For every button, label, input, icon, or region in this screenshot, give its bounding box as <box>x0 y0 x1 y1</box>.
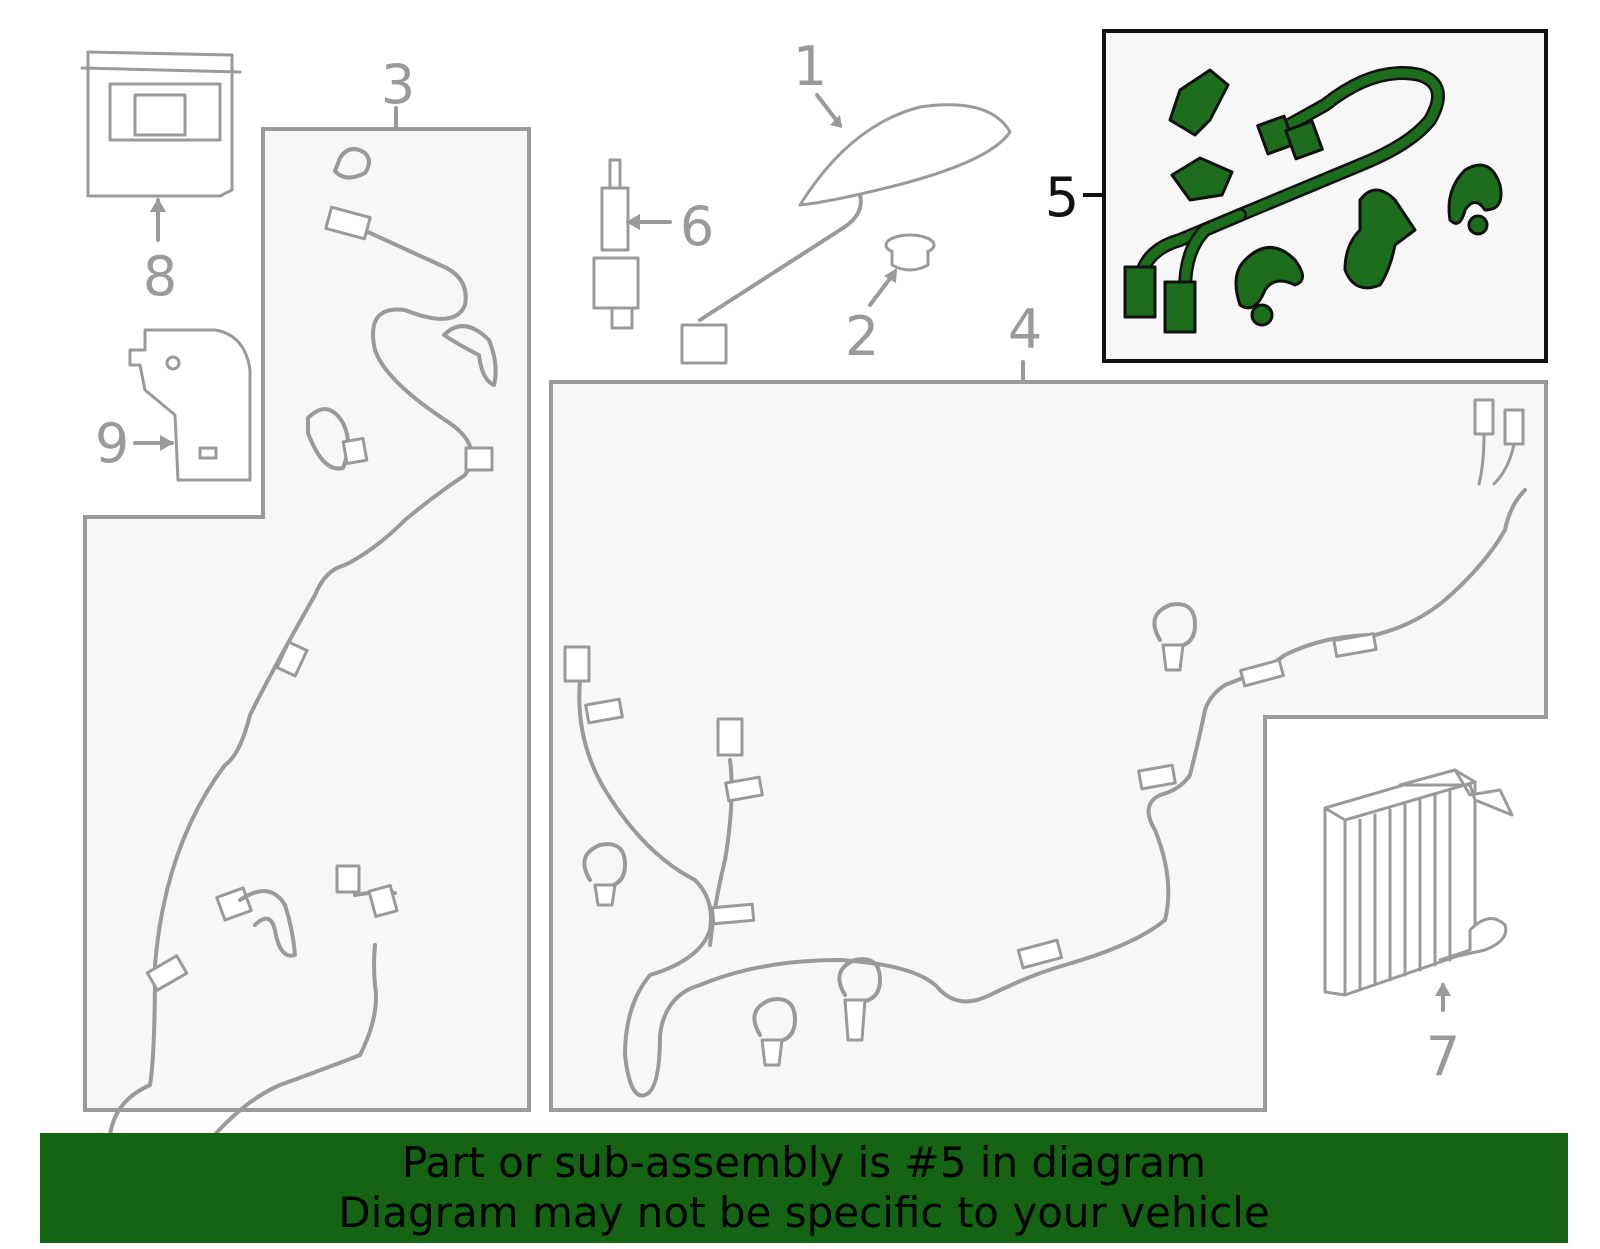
part-7-cooler <box>1323 768 1514 997</box>
callout-9: 9 <box>95 412 129 475</box>
harness-part-3 <box>107 147 498 1192</box>
part-8-module <box>80 50 242 198</box>
callout-1-arrow <box>830 115 842 128</box>
part-9-bracket <box>128 328 252 482</box>
clip-group-4 <box>582 602 1197 1067</box>
panel-4 <box>549 380 1548 1112</box>
callout-9-arrow <box>160 435 174 451</box>
panel-3 <box>83 127 531 1112</box>
harness-part-4 <box>563 398 1527 1098</box>
callout-6-arrow <box>626 214 640 230</box>
part-2-grommet <box>884 233 936 272</box>
callout-7-arrow <box>1435 982 1451 996</box>
callout-3: 3 <box>381 53 415 116</box>
callout-2: 2 <box>845 305 879 368</box>
callout-8: 8 <box>143 245 177 308</box>
callout-6: 6 <box>680 195 714 258</box>
callout-1: 1 <box>793 35 827 98</box>
callout-5: 5 <box>1045 166 1079 229</box>
banner-line-2: Diagram may not be specific to your vehi… <box>338 1188 1270 1237</box>
banner-line-1: Part or sub-assembly is #5 in diagram <box>401 1138 1207 1187</box>
harness-part-5 <box>1123 66 1503 334</box>
callout-7: 7 <box>1426 1025 1460 1088</box>
callout-8-arrow <box>150 198 166 212</box>
part-1-antenna <box>680 103 1012 365</box>
info-banner: Part or sub-assembly is #5 in diagram Di… <box>40 1133 1568 1243</box>
callout-2-arrow <box>884 268 897 283</box>
callout-4: 4 <box>1008 298 1042 361</box>
part-6-antenna-module <box>592 158 640 330</box>
